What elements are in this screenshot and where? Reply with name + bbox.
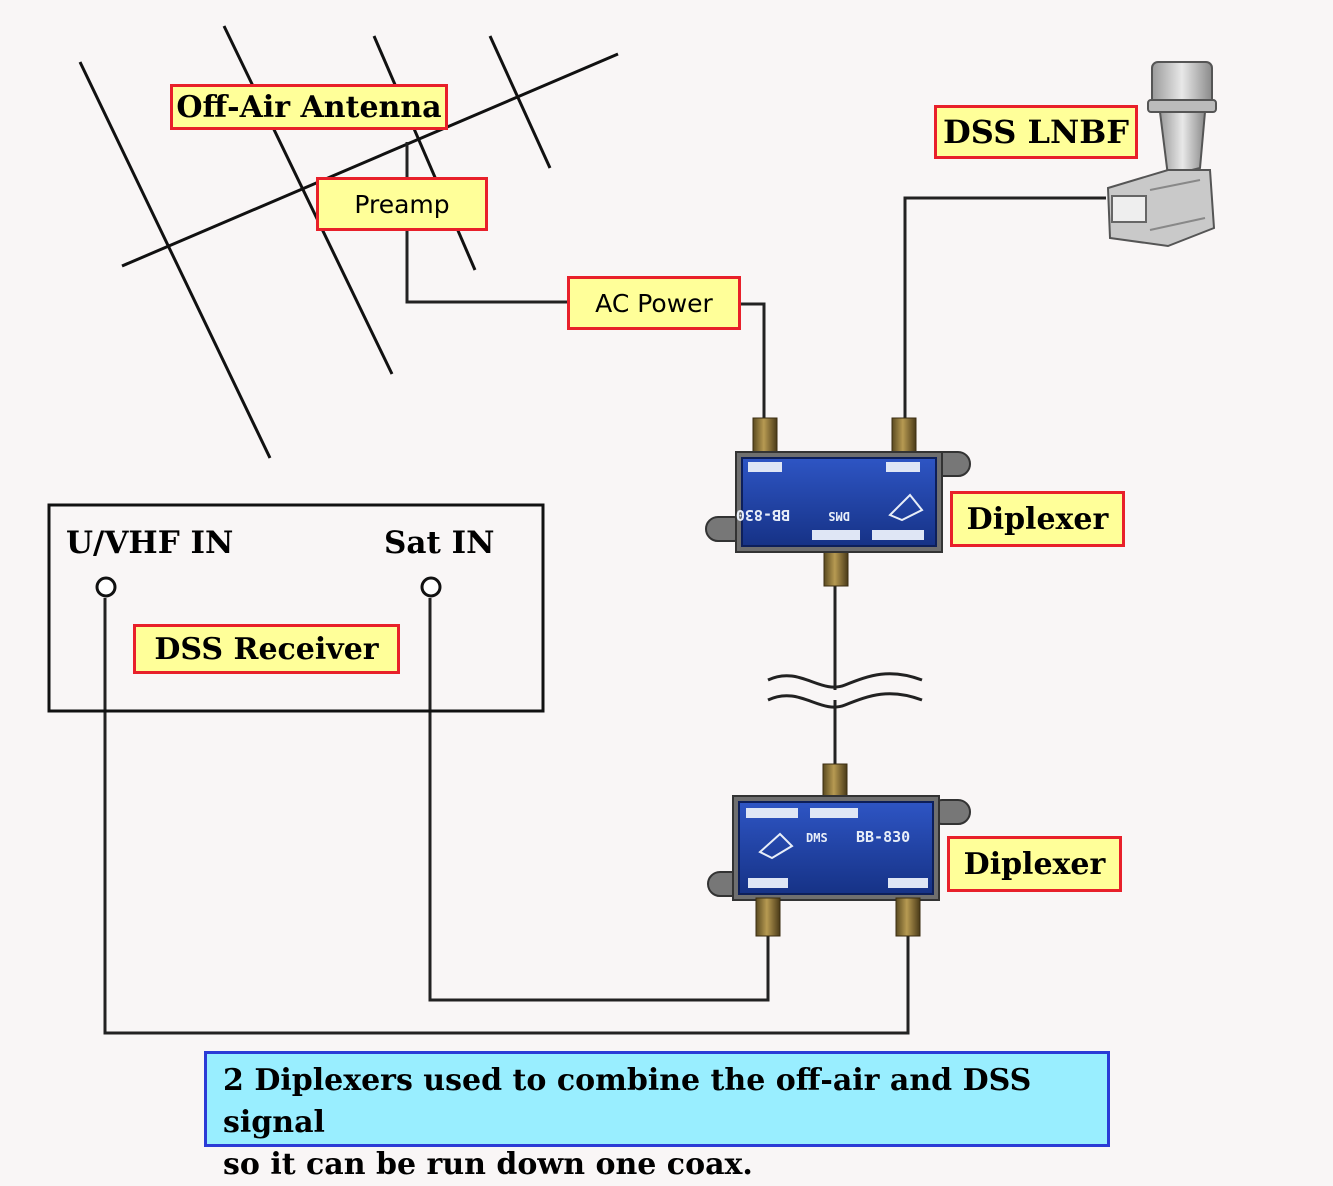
preamp-label: Preamp bbox=[316, 177, 488, 231]
diplexer-bottom-icon: BB-830 DMS bbox=[707, 763, 971, 937]
dss-receiver-box bbox=[47, 503, 545, 713]
diplexer-top-icon: BB-830 DMS bbox=[705, 417, 971, 587]
dss-lnbf-label: DSS LNBF bbox=[934, 105, 1138, 159]
diagram-canvas: BB-830 DMS BB-830 DMS bbox=[47, 25, 1217, 1035]
diplexer-bottom-label: Diplexer bbox=[947, 836, 1122, 892]
off-air-antenna-label: Off-Air Antenna bbox=[170, 84, 448, 130]
caption-line-1: 2 Diplexers used to combine the off-air … bbox=[223, 1063, 1032, 1140]
diplexer-bottom-brand-text: DMS bbox=[806, 831, 828, 845]
uvhf-in-label: U/VHF IN bbox=[66, 525, 234, 561]
diplexer-top-brand-text: DMS bbox=[828, 509, 850, 523]
cable-break-symbol bbox=[767, 672, 923, 709]
dss-lnbf-icon bbox=[1106, 61, 1217, 248]
diplexer-top-model-text: BB-830 bbox=[736, 506, 790, 524]
sat-in-label: Sat IN bbox=[384, 525, 495, 561]
uvhf-port-icon bbox=[95, 576, 117, 598]
ac-power-label: AC Power bbox=[567, 276, 741, 330]
caption-box: 2 Diplexers used to combine the off-air … bbox=[204, 1051, 1110, 1182]
diplexer-top-label: Diplexer bbox=[950, 491, 1125, 547]
caption-line-2: so it can be run down one coax. bbox=[223, 1147, 753, 1182]
dss-receiver-label: DSS Receiver bbox=[133, 624, 400, 674]
sat-port-icon bbox=[420, 576, 442, 598]
diplexer-bottom-model-text: BB-830 bbox=[856, 828, 910, 846]
